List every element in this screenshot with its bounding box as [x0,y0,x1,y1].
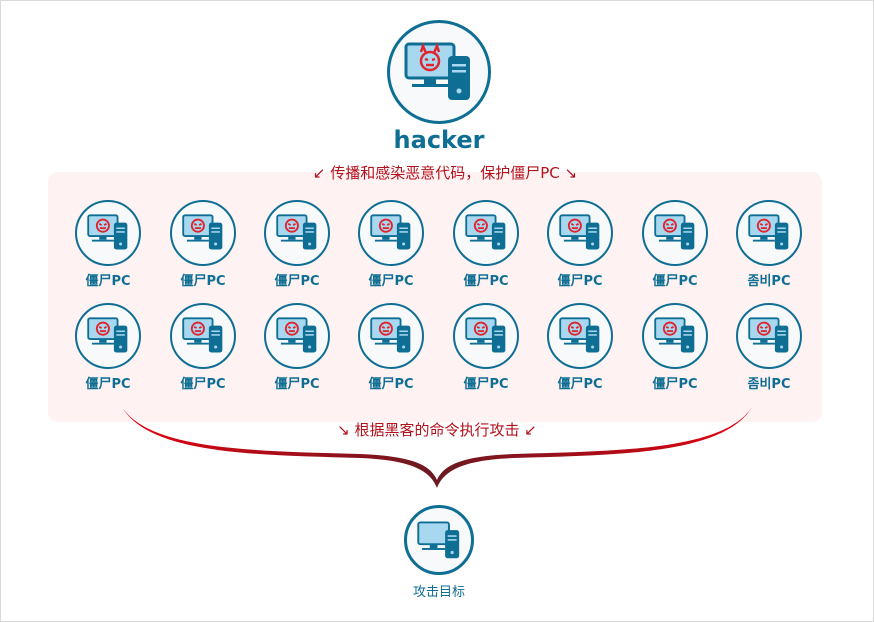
zombie-pc-label: 僵尸PC [274,377,320,392]
zombie-pc-label: 僵尸PC [557,377,603,392]
hacker-pc-icon [404,42,470,100]
zombie-pc-label: 僵尸PC [463,274,509,289]
target-node: 攻击目标 [404,505,474,605]
zombie-pc-node: 좀비PC [736,303,802,403]
zombie-pc-label: 좀비PC [747,377,791,392]
caption-spread-infect: ↙ 传播和感染恶意代码，保护僵尸PC ↘ [312,164,578,182]
hacker-label: hacker [393,126,485,154]
zombie-pc-icon [748,214,789,250]
target-label: 攻击目标 [412,585,465,600]
zombie-pc-label: 僵尸PC [652,274,698,289]
zombie-pc-node: 僵尸PC [453,200,519,300]
zombie-pc-icon [465,214,506,250]
zombie-pc-node: 僵尸PC [642,200,708,300]
zombie-pc-icon [182,317,223,353]
target-circle [404,505,474,575]
zombie-pc-circle [736,200,802,266]
zombie-pc-label: 僵尸PC [85,377,131,392]
zombie-pc-node: 僵尸PC [547,200,613,300]
zombie-pc-node: 僵尸PC [547,303,613,403]
zombie-pc-icon [559,317,600,353]
zombie-pc-label: 僵尸PC [368,274,414,289]
zombie-pc-icon [276,317,317,353]
zombie-pc-node: 僵尸PC [75,200,141,300]
zombie-pc-node: 僵尸PC [453,303,519,403]
zombie-pc-label: 좀비PC [747,274,791,289]
zombie-pc-node: 僵尸PC [170,200,236,300]
zombie-pc-label: 僵尸PC [85,274,131,289]
zombie-pc-label: 僵尸PC [652,377,698,392]
zombie-pc-node: 僵尸PC [170,303,236,403]
zombie-pc-label: 僵尸PC [368,377,414,392]
zombie-pc-node: 僵尸PC [264,303,330,403]
zombie-pc-node: 僵尸PC [358,303,424,403]
zombie-pc-icon [370,214,411,250]
zombie-pc-icon [87,317,128,353]
zombie-pc-icon [654,317,695,353]
zombie-pc-label: 僵尸PC [463,377,509,392]
zombie-pc-icon [748,317,789,353]
zombie-pc-icon [276,214,317,250]
zombie-pc-icon [87,214,128,250]
zombie-pc-label: 僵尸PC [557,274,603,289]
zombie-pc-node: 僵尸PC [642,303,708,403]
zombie-pc-circle [358,303,424,369]
hacker-node: hacker [387,20,491,170]
caption-execute-attack: ↘ 根据黑客的命令执行攻击 ↙ [337,421,537,439]
zombie-pc-icon [370,317,411,353]
zombie-pc-icon [559,214,600,250]
zombie-pc-node: 僵尸PC [75,303,141,403]
zombie-pc-icon [465,317,506,353]
zombie-pc-icon [654,214,695,250]
zombie-pc-label: 僵尸PC [180,274,226,289]
target-pc-icon [417,521,460,559]
zombie-pc-label: 僵尸PC [274,274,320,289]
zombie-pc-node: 좀비PC [736,200,802,300]
zombie-pc-label: 僵尸PC [180,377,226,392]
zombie-pc-node: 僵尸PC [358,200,424,300]
zombie-pc-node: 僵尸PC [264,200,330,300]
zombie-pc-icon [182,214,223,250]
